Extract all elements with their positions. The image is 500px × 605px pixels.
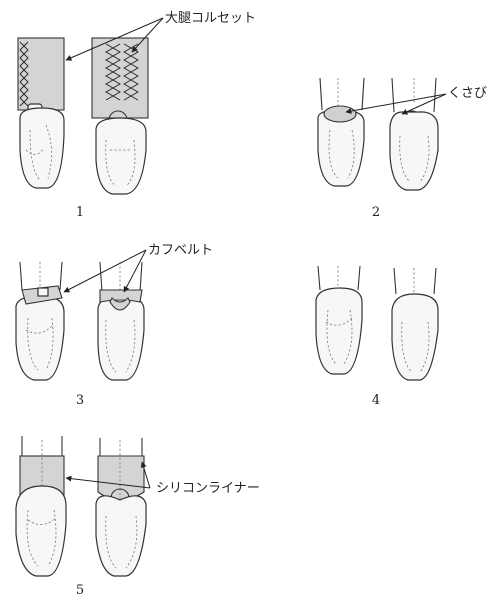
panel-1-right-leg <box>91 37 149 195</box>
silicone-liner-right <box>97 455 145 501</box>
panel-2-left-leg <box>317 77 365 187</box>
panel-4: 4 <box>315 265 439 408</box>
label-silicone-liner: シリコンライナー <box>156 481 260 496</box>
panel-3: カフベルト 3 <box>15 243 213 408</box>
panel-5-left-leg <box>15 436 67 577</box>
figure-number-3: 3 <box>76 393 84 408</box>
thigh-corset-right <box>91 37 149 119</box>
panel-4-right-leg <box>391 267 439 381</box>
panel-3-right-leg <box>97 261 145 381</box>
panel-1: 大腿コルセット 1 <box>17 11 256 220</box>
label-cuff-belt: カフベルト <box>148 243 213 258</box>
panel-4-left-leg <box>315 265 363 375</box>
panel-5-right-leg <box>95 438 147 577</box>
figure-number-2: 2 <box>372 205 380 220</box>
figure-number-4: 4 <box>372 393 380 408</box>
figure-number-5: 5 <box>76 583 84 598</box>
wedge-left <box>323 105 357 123</box>
panel-3-left-leg <box>15 261 65 381</box>
label-thigh-corset: 大腿コルセット <box>165 11 256 26</box>
panel-1-left-leg <box>17 37 65 189</box>
panel-5: シリコンライナー 5 <box>15 436 260 598</box>
panel-2: くさび 2 <box>317 77 487 220</box>
figure-number-1: 1 <box>76 205 84 220</box>
panel-2-right-leg <box>389 77 439 191</box>
label-wedge: くさび <box>448 86 487 101</box>
thigh-corset-left <box>17 37 65 111</box>
cuff-belt-right <box>99 289 143 303</box>
